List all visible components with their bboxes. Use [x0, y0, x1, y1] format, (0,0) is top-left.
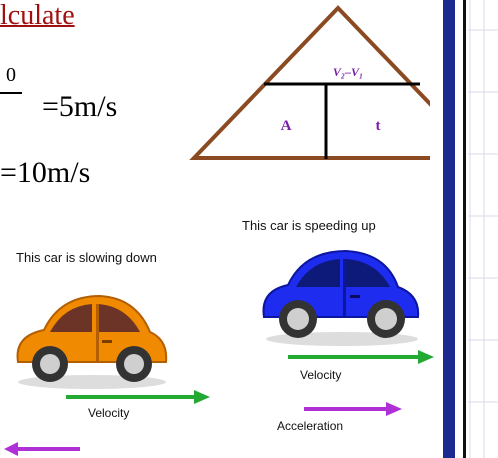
- blue-car-icon: [254, 245, 430, 349]
- equation-2: =10m/s: [0, 156, 90, 190]
- fraction-bar: [0, 92, 22, 94]
- velocity-arrow-fast: [288, 348, 436, 366]
- sidebar-decoration: [430, 0, 498, 458]
- speeding-car-caption: This car is speeding up: [242, 218, 376, 233]
- slowing-car-caption: This car is slowing down: [16, 250, 157, 265]
- triangle-left-text: A: [281, 118, 292, 134]
- speeding-velocity-label: Velocity: [300, 368, 341, 382]
- speeding-acceleration-label: Acceleration: [277, 419, 343, 433]
- slowing-velocity-label: Velocity: [88, 406, 129, 420]
- velocity-arrow-slow: [66, 388, 212, 406]
- orange-car-icon: [8, 292, 176, 392]
- sidebar-black-line: [463, 0, 466, 458]
- triangle-top-text: V₂–V₁: [333, 65, 363, 79]
- acceleration-arrow-fast: [304, 400, 404, 418]
- equation-1: =5m/s: [42, 90, 117, 124]
- fraction-numerator: 0: [6, 64, 16, 87]
- sidebar-navy-bar: [443, 0, 455, 458]
- heading-text: lculate: [0, 0, 75, 32]
- acceleration-arrow-slow: [4, 440, 80, 458]
- triangle-right-text: t: [376, 118, 381, 134]
